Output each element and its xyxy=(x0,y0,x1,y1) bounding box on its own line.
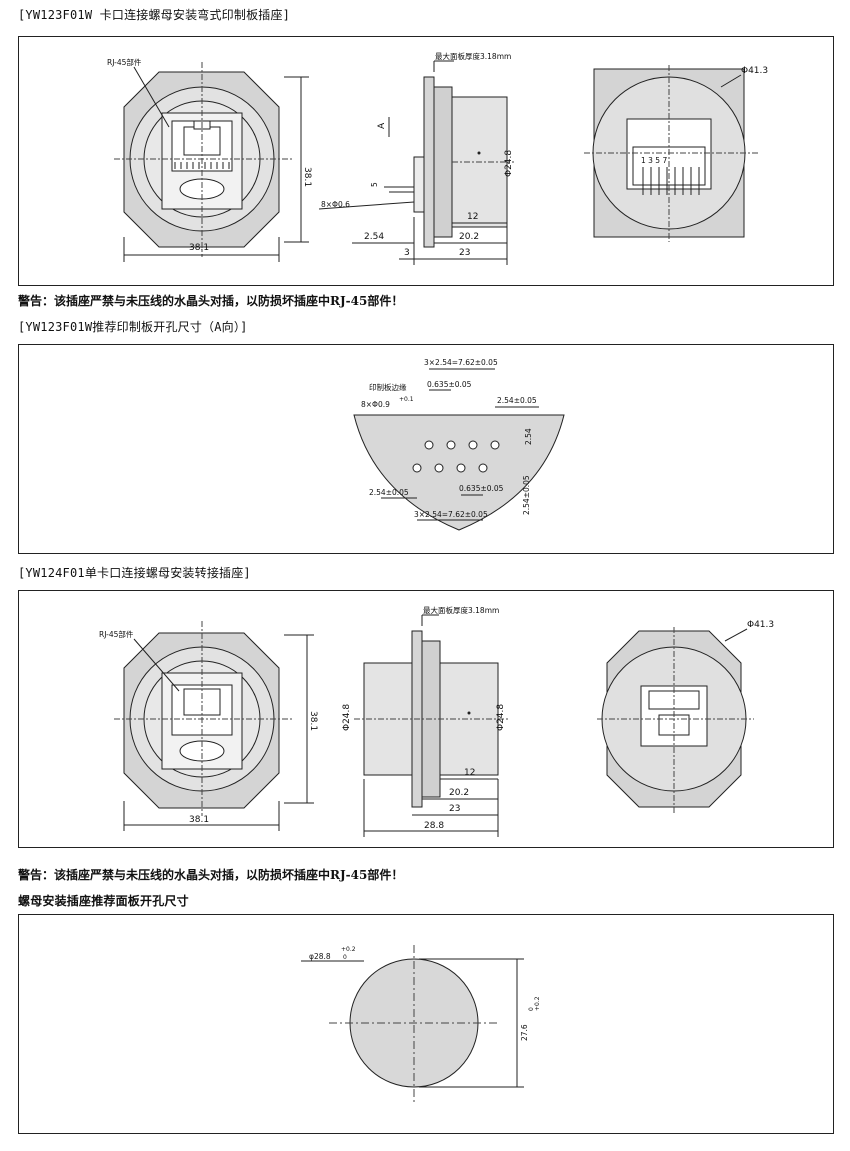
front3-width-label: 38.1 xyxy=(189,815,209,825)
section-heading-3: [YW124F01单卡口连接螺母安装转接插座] xyxy=(18,566,251,580)
dim-3-label: 3 xyxy=(404,248,410,258)
holes-label: 8×Φ0.9 xyxy=(361,400,390,409)
panel-1: 38.1 38.1 RJ-45部件 Φ24.8 最大面板厚度3.18mm A 5 xyxy=(18,36,834,286)
panel-thickness-label-3: 最大面板厚度3.18mm xyxy=(423,605,499,615)
dim-20-2-label: 20.2 xyxy=(459,232,479,242)
cutout-dia-tol: +0.2 xyxy=(341,946,356,953)
cutout-height-tol: +0.2 xyxy=(534,996,541,1011)
panel-thickness-label: 最大面板厚度3.18mm xyxy=(435,51,511,61)
cutout-height-tol2: 0 xyxy=(528,1007,535,1011)
dim3-28-8: 28.8 xyxy=(424,821,444,831)
front-view-3: 38.1 38.1 RJ-45部件 xyxy=(99,621,318,831)
rj45-label-3: RJ-45部件 xyxy=(99,629,134,639)
pitch-top-label: 0.635±0.05 xyxy=(427,380,472,389)
panel-2: 3×2.54=7.62±0.05 印制板边缘 8×Φ0.9 +0.1 0.635… xyxy=(18,344,834,554)
arrow-a-label: A xyxy=(377,122,387,129)
drawing-3: 38.1 38.1 RJ-45部件 Φ24.8 Φ24.8 最大面板厚度3.18… xyxy=(99,605,774,837)
pitch-right-label: 2.54±0.05 xyxy=(497,396,537,405)
dim3-20-2: 20.2 xyxy=(449,788,469,798)
left-dim-label: 2.54±0.05 xyxy=(369,488,409,497)
right-v-dim-label: 2.54±0.05 xyxy=(522,475,531,515)
rj45-label: RJ-45部件 xyxy=(107,57,142,67)
drawing-1: 38.1 38.1 RJ-45部件 Φ24.8 最大面板厚度3.18mm A 5 xyxy=(107,51,768,265)
pcb-edge-label: 印制板边缘 xyxy=(369,382,407,392)
pins-label: 8×Φ0.6 xyxy=(321,200,350,209)
cutout-dia-label: φ28.8 xyxy=(309,952,331,961)
drawing-4: φ28.8 +0.2 0 27.6 +0.2 0 xyxy=(301,945,541,1105)
panel-4: φ28.8 +0.2 0 27.6 +0.2 0 xyxy=(18,914,834,1134)
section-heading-2: [YW123F01W推荐印制板开孔尺寸（A向）] xyxy=(18,320,248,334)
warning-1: 警告：该插座严禁与未压线的水晶头对插，以防损坏插座中RJ-45部件！ xyxy=(18,294,404,308)
front-height-label: 38.1 xyxy=(302,167,312,187)
top-pitch-dim: 3×2.54=7.62±0.05 xyxy=(424,358,498,367)
side-dia-label: Φ24.8 xyxy=(504,150,514,177)
front-width-label: 38.1 xyxy=(189,243,209,253)
side3-dia-left: Φ24.8 xyxy=(342,704,352,731)
panel-3: 38.1 38.1 RJ-45部件 Φ24.8 Φ24.8 最大面板厚度3.18… xyxy=(18,590,834,848)
holes-tol: +0.1 xyxy=(399,396,414,403)
rear-dia-label: Φ41.3 xyxy=(741,66,768,76)
pin-numbers: 1 3 5 7 xyxy=(641,156,667,165)
v-dim-label: 2.54 xyxy=(524,428,533,445)
rear-view-1: 1 3 5 7 Φ41.3 xyxy=(584,65,768,242)
warning-2: 警告：该插座严禁与未压线的水晶头对插，以防损坏插座中RJ-45部件！ xyxy=(18,868,404,882)
front3-height-label: 38.1 xyxy=(308,711,318,731)
cutout-height-label: 27.6 xyxy=(520,1024,529,1041)
dim-5-label: 5 xyxy=(370,182,379,187)
section-heading-4: 螺母安装插座推荐面板开孔尺寸 xyxy=(18,894,189,908)
side-view-3: Φ24.8 Φ24.8 最大面板厚度3.18mm 12 20.2 23 28.8 xyxy=(342,605,509,837)
dim-2-54-label: 2.54 xyxy=(364,232,384,242)
side-view-1: Φ24.8 最大面板厚度3.18mm A 5 8×Φ0.6 12 2.54 20… xyxy=(318,51,514,265)
dim3-23: 23 xyxy=(449,804,460,814)
dim3-12: 12 xyxy=(464,768,475,778)
dim-23-label: 23 xyxy=(459,248,470,258)
pitch-bottom-label: 0.635±0.05 xyxy=(459,484,504,493)
dim-12-label: 12 xyxy=(467,212,478,222)
cutout-dia-tol2: 0 xyxy=(343,954,347,961)
rear-view-3: Φ41.3 xyxy=(597,620,774,813)
rear3-dia-label: Φ41.3 xyxy=(747,620,774,630)
drawing-2: 3×2.54=7.62±0.05 印制板边缘 8×Φ0.9 +0.1 0.635… xyxy=(353,358,565,531)
bottom-pitch-dim: 3×2.54=7.62±0.05 xyxy=(414,510,488,519)
front-view-1: 38.1 38.1 RJ-45部件 xyxy=(107,57,312,262)
section-heading-1: [YW123F01W 卡口连接螺母安装弯式印制板插座] xyxy=(18,8,291,22)
side3-dia-right: Φ24.8 xyxy=(496,704,506,731)
